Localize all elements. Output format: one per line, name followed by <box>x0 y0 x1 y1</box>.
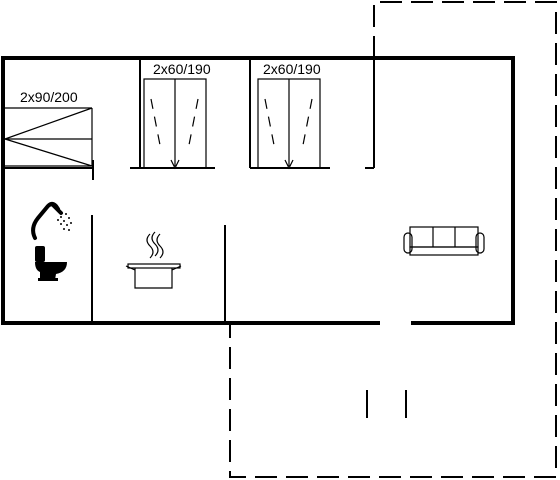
bunk-bed <box>4 107 93 167</box>
entrance-marks <box>366 390 407 418</box>
toilet-icon <box>35 246 67 281</box>
twin-bed-1-label: 2x60/190 <box>153 61 211 77</box>
sofa-icon <box>403 226 485 256</box>
twin-bed-1 <box>143 78 207 170</box>
bunk-bed-label: 2x90/200 <box>20 89 78 105</box>
exterior-walls <box>1 56 515 325</box>
shower-icon <box>31 202 72 240</box>
cooking-pot-icon <box>125 231 182 289</box>
terrace-outline <box>229 1 557 478</box>
twin-bed-2-label: 2x60/190 <box>263 61 321 77</box>
twin-bed-2 <box>257 78 321 170</box>
